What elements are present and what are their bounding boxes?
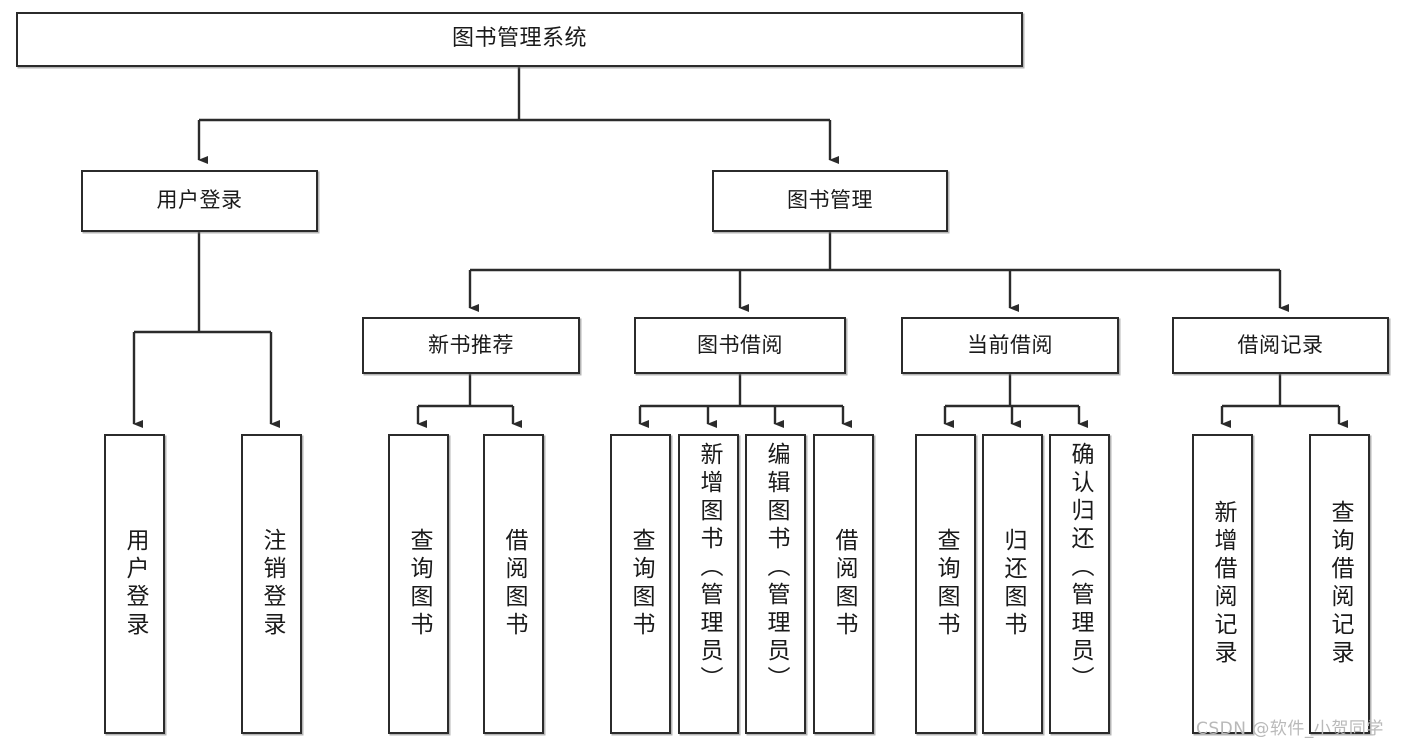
leaf-book-borrow-query-label: 查询图书 <box>628 528 654 640</box>
leaf-book-borrow-edit[interactable]: 编辑图书（管理员） <box>745 434 806 734</box>
leaf-user-login-signout-label: 注销登录 <box>259 528 285 640</box>
leaf-user-login-signin[interactable]: 用户登录 <box>104 434 165 734</box>
node-new-book-recommend[interactable]: 新书推荐 <box>362 317 580 374</box>
leaf-current-borrow-return[interactable]: 归还图书 <box>982 434 1043 734</box>
leaf-borrow-record-query-label: 查询借阅记录 <box>1327 500 1353 668</box>
node-user-login[interactable]: 用户登录 <box>81 170 318 232</box>
leaf-current-borrow-confirm-return[interactable]: 确认归还（管理员） <box>1049 434 1110 734</box>
leaf-user-login-signin-label: 用户登录 <box>122 528 148 640</box>
node-book-borrow-label: 图书借阅 <box>697 332 783 357</box>
leaf-book-borrow-add[interactable]: 新增图书（管理员） <box>678 434 739 734</box>
leaf-current-borrow-query-label: 查询图书 <box>933 528 959 640</box>
leaf-book-borrow-edit-label: 编辑图书（管理员） <box>763 442 789 694</box>
leaf-user-login-signout[interactable]: 注销登录 <box>241 434 302 734</box>
leaf-borrow-record-query[interactable]: 查询借阅记录 <box>1309 434 1370 734</box>
node-new-book-recommend-label: 新书推荐 <box>428 332 514 357</box>
leaf-new-book-query-label: 查询图书 <box>406 528 432 640</box>
csdn-watermark: CSDN @软件_小贺同学 <box>1196 719 1384 739</box>
leaf-new-book-borrow-label: 借阅图书 <box>501 528 527 640</box>
leaf-book-borrow-borrow-label: 借阅图书 <box>831 528 857 640</box>
node-current-borrow-label: 当前借阅 <box>967 332 1053 357</box>
node-book-borrow[interactable]: 图书借阅 <box>634 317 846 374</box>
leaf-current-borrow-confirm-return-label: 确认归还（管理员） <box>1067 442 1093 694</box>
leaf-borrow-record-add[interactable]: 新增借阅记录 <box>1192 434 1253 734</box>
leaf-book-borrow-borrow[interactable]: 借阅图书 <box>813 434 874 734</box>
node-book-management-label: 图书管理 <box>787 188 873 213</box>
node-user-login-label: 用户登录 <box>156 188 243 213</box>
node-root-system[interactable]: 图书管理系统 <box>16 12 1023 67</box>
leaf-new-book-borrow[interactable]: 借阅图书 <box>483 434 544 734</box>
leaf-current-borrow-return-label: 归还图书 <box>1000 528 1026 640</box>
node-borrow-record[interactable]: 借阅记录 <box>1172 317 1389 374</box>
leaf-book-borrow-query[interactable]: 查询图书 <box>610 434 671 734</box>
leaf-current-borrow-query[interactable]: 查询图书 <box>915 434 976 734</box>
node-root-system-label: 图书管理系统 <box>451 26 587 52</box>
node-book-management[interactable]: 图书管理 <box>712 170 948 232</box>
node-borrow-record-label: 借阅记录 <box>1237 332 1324 357</box>
node-current-borrow[interactable]: 当前借阅 <box>901 317 1119 374</box>
leaf-new-book-query[interactable]: 查询图书 <box>388 434 449 734</box>
leaf-book-borrow-add-label: 新增图书（管理员） <box>696 442 722 694</box>
leaf-borrow-record-add-label: 新增借阅记录 <box>1210 500 1236 668</box>
